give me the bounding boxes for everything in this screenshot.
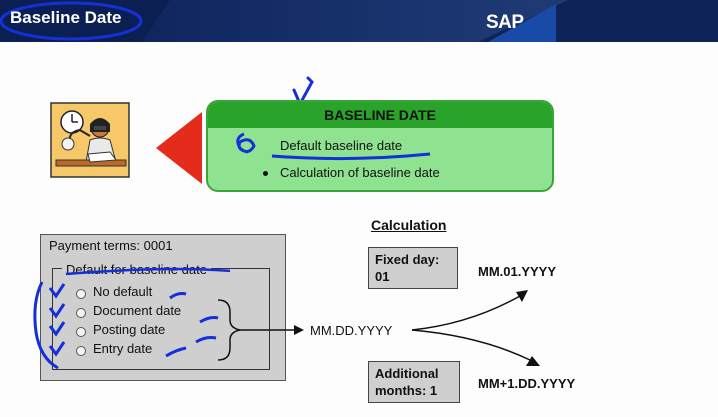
- option-posting-date-label: Posting date: [93, 322, 166, 337]
- option-no-default-label: No default: [93, 284, 153, 299]
- calculation-title: Calculation: [371, 217, 447, 233]
- handwritten-annotation: [236, 132, 431, 161]
- option-entry-date-label: Entry date: [93, 341, 153, 356]
- radio-no-default[interactable]: [76, 289, 86, 299]
- additional-months-box: Additional months: 1: [368, 361, 460, 403]
- header-bar: Baseline Date SAP: [0, 0, 718, 42]
- calculation-baseline-date-item: Calculation of baseline date: [280, 165, 440, 180]
- payment-terms-title: Payment terms: 0001: [49, 238, 173, 253]
- fixed-day-label: Fixed day:: [375, 252, 440, 267]
- fixed-day-box: Fixed day: 01: [368, 247, 458, 289]
- fixed-day-result: MM.01.YYYY: [478, 264, 557, 279]
- clock-icon: [60, 110, 84, 134]
- radio-posting-date[interactable]: [76, 327, 86, 337]
- source-format: MM.DD.YYYY: [310, 323, 393, 338]
- brace-connector: [217, 299, 304, 361]
- radio-document-date[interactable]: [76, 308, 86, 318]
- calculation-arrows: [411, 290, 540, 366]
- person-reading-icon: [50, 102, 130, 178]
- default-baseline-date-item: Default baseline date: [280, 138, 403, 153]
- page-title: Baseline Date: [10, 8, 122, 27]
- additional-months-label: Additional: [375, 366, 439, 381]
- option-document-date-label: Document date: [93, 303, 182, 318]
- baseline-default-group: [52, 268, 270, 370]
- red-arrow-icon: [156, 112, 202, 184]
- bullet: [263, 171, 268, 176]
- baseline-box-heading: BASELINE DATE: [208, 102, 552, 128]
- additional-months-result: MM+1.DD.YYYY: [478, 376, 576, 391]
- handwritten-checks: [33, 267, 230, 370]
- check-mark-icon: [292, 76, 314, 108]
- fixed-day-value: 01: [375, 269, 390, 284]
- additional-months-value: months: 1: [375, 383, 438, 398]
- sap-logo: SAP: [486, 12, 524, 33]
- baseline-date-box: BASELINE DATE Default baseline date Calc…: [206, 100, 554, 192]
- radio-entry-date[interactable]: [76, 346, 86, 356]
- header-background: [0, 0, 718, 42]
